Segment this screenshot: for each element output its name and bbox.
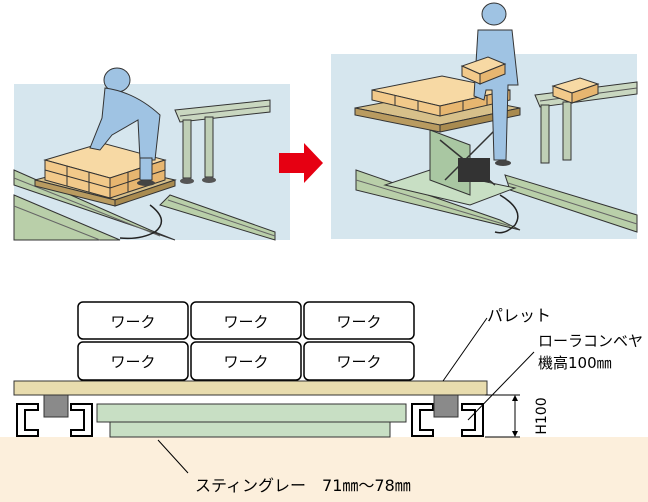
power-cable	[119, 204, 163, 240]
roller-conveyor-left	[16, 394, 93, 437]
power-cable-after	[494, 194, 519, 234]
work-box-label: ワーク	[336, 353, 381, 371]
stingray-lower	[109, 421, 391, 438]
height-dimension: H100	[485, 394, 550, 438]
pallet-leader-line	[442, 317, 488, 382]
floor-conveyor-after	[355, 169, 638, 233]
machine-height-label: 機高100㎜	[538, 354, 612, 372]
work-box-label: ワーク	[223, 313, 268, 331]
stingray-leader-line	[157, 439, 189, 474]
work-box-row-top: ワーク ワーク ワーク	[77, 301, 415, 340]
stingray-label: スティングレー 71㎜〜78㎜	[195, 476, 411, 495]
work-box	[77, 341, 189, 381]
raised-roller-conveyor	[174, 99, 271, 184]
roller-conveyor-label: ローラコンベヤ	[538, 332, 644, 350]
cross-section-diagram: ワーク ワーク ワーク ワーク ワーク ワーク H100	[0, 301, 648, 502]
floor	[0, 437, 648, 502]
work-box-label: ワーク	[110, 353, 155, 371]
carried-box	[460, 56, 507, 85]
lift-table-base	[383, 129, 517, 206]
conveyor-leader-line	[467, 351, 535, 421]
work-box	[190, 301, 302, 340]
scene-after	[354, 2, 638, 234]
work-box-label: ワーク	[223, 353, 268, 371]
transition-arrow	[279, 143, 323, 183]
height-label: H100	[534, 397, 550, 434]
floor-conveyor-left	[13, 169, 176, 241]
work-box	[303, 341, 415, 381]
pallet-label: パレット	[487, 306, 552, 325]
floor-conveyor-right	[159, 194, 276, 241]
worker-bending	[89, 67, 161, 186]
raised-roller-conveyor-after	[534, 77, 638, 164]
roller-conveyor-right	[411, 394, 484, 437]
work-box	[303, 301, 415, 340]
worker-standing	[473, 2, 519, 166]
work-box-label: ワーク	[110, 313, 155, 331]
work-box	[190, 341, 302, 381]
stingray-upper	[96, 403, 407, 423]
work-box-row-bottom: ワーク ワーク ワーク	[77, 341, 415, 381]
work-box-label: ワーク	[336, 313, 381, 331]
pallet	[13, 380, 488, 396]
scene-before	[13, 67, 276, 241]
work-box	[77, 301, 189, 340]
